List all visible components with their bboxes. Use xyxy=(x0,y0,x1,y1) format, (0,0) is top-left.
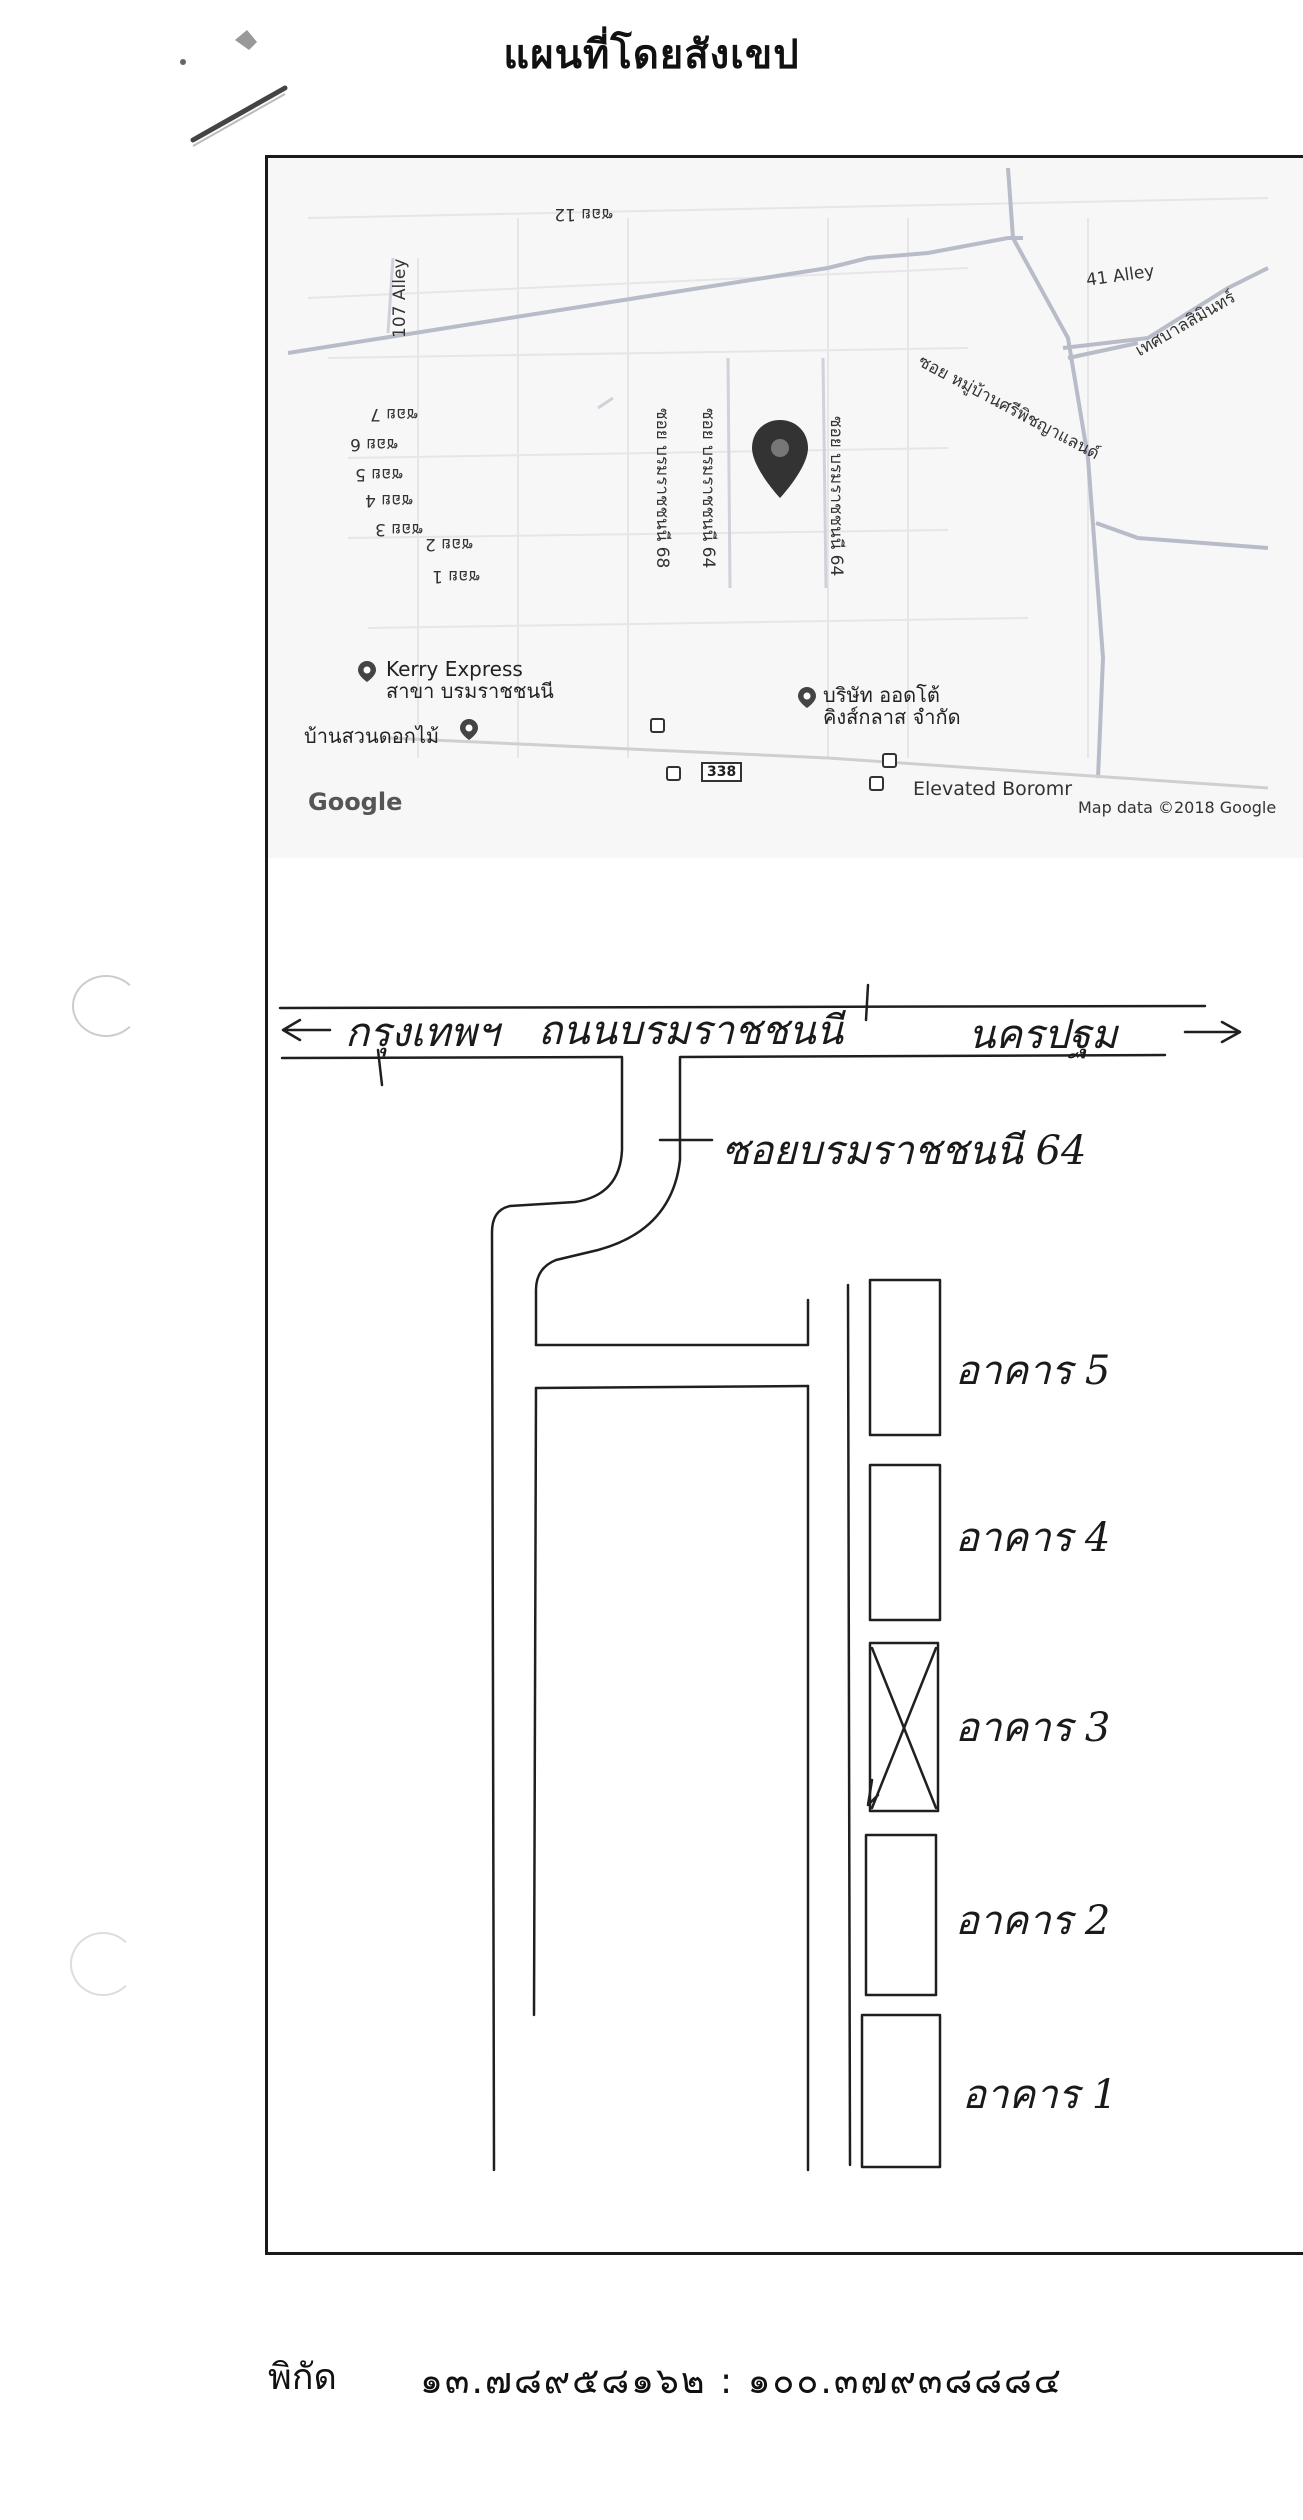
pin-icon xyxy=(460,719,478,740)
pin-icon xyxy=(798,687,816,708)
label-to-nakhon-pathom: นครปฐม xyxy=(968,1012,1118,1058)
bracket-mark xyxy=(376,983,870,1087)
route-badge: 338 xyxy=(701,762,743,782)
google-logo: Google xyxy=(308,788,403,816)
map-frame xyxy=(265,155,1303,2255)
building-3-shape xyxy=(868,1641,940,1813)
label-soi: ซอยบรมราชชนนี 64 xyxy=(722,1128,1087,1174)
google-map[interactable]: ซอย 12 107 Alley 41 Alley ซอย 7 ซอย 6 ซอ… xyxy=(268,158,1303,858)
bus-stop-icon xyxy=(882,753,897,768)
label-building-5: อาคาร 5 xyxy=(955,1348,1111,1394)
building-2-shape xyxy=(864,1833,938,1997)
main-road-bottom-edge xyxy=(280,1053,1167,1060)
building-row-line xyxy=(846,1283,852,2167)
branch-road-top xyxy=(534,1298,810,1347)
bus-stop-icon xyxy=(869,776,884,791)
coordinates-label: พิกัด xyxy=(268,2357,337,2398)
branch-road-bottom xyxy=(534,1384,810,1390)
street-elevated: Elevated Boromr xyxy=(913,778,1073,800)
label-building-2: อาคาร 2 xyxy=(955,1898,1111,1944)
building-4-shape xyxy=(868,1463,942,1622)
label-to-bangkok: กรุงเทพฯ xyxy=(345,1010,500,1056)
page-title: แผนที่โดยสังเขป xyxy=(503,32,800,78)
map-roads xyxy=(287,167,1269,790)
poi-company[interactable]: บริษัท ออดโต้ คิงส์กลาส จำกัด xyxy=(823,683,961,729)
punch-hole xyxy=(70,1932,136,1996)
soi-left-edge xyxy=(490,1056,624,2172)
building-5-shape xyxy=(868,1278,942,1437)
bus-stop-icon xyxy=(650,718,665,733)
pin-icon xyxy=(358,661,376,682)
arrow-right-icon xyxy=(1183,1020,1242,1044)
building-1-shape xyxy=(860,2013,942,2169)
soi-right-edge xyxy=(534,1056,682,1347)
location-marker-icon xyxy=(752,420,808,498)
scan-marks xyxy=(180,30,288,147)
poi-kerry[interactable]: Kerry Express สาขา บรมราชชนนี xyxy=(386,657,554,703)
poi-baan-suan[interactable]: บ้านสวนดอกไม้ xyxy=(304,724,440,748)
building-3-cross xyxy=(866,1646,938,1810)
coordinates-value: ๑๓.๗๘๙๕๘๑๖๒ : ๑๐๐.๓๗๙๓๘๘๘๔ xyxy=(420,2361,1064,2402)
label-building-4: อาคาร 4 xyxy=(955,1515,1111,1561)
bus-stop-icon xyxy=(666,766,681,781)
label-building-3: อาคาร 3 xyxy=(955,1705,1111,1751)
arrow-left-icon xyxy=(281,1018,332,1042)
punch-hole xyxy=(72,975,140,1037)
label-road-name: ถนนบรมราชชนนี xyxy=(538,1008,844,1054)
map-attribution[interactable]: Map data ©2018 Google xyxy=(1078,798,1277,817)
inner-road-left xyxy=(532,1386,538,2017)
label-building-1: อาคาร 1 xyxy=(962,2072,1118,2118)
main-road-top-edge xyxy=(278,1004,1207,1010)
